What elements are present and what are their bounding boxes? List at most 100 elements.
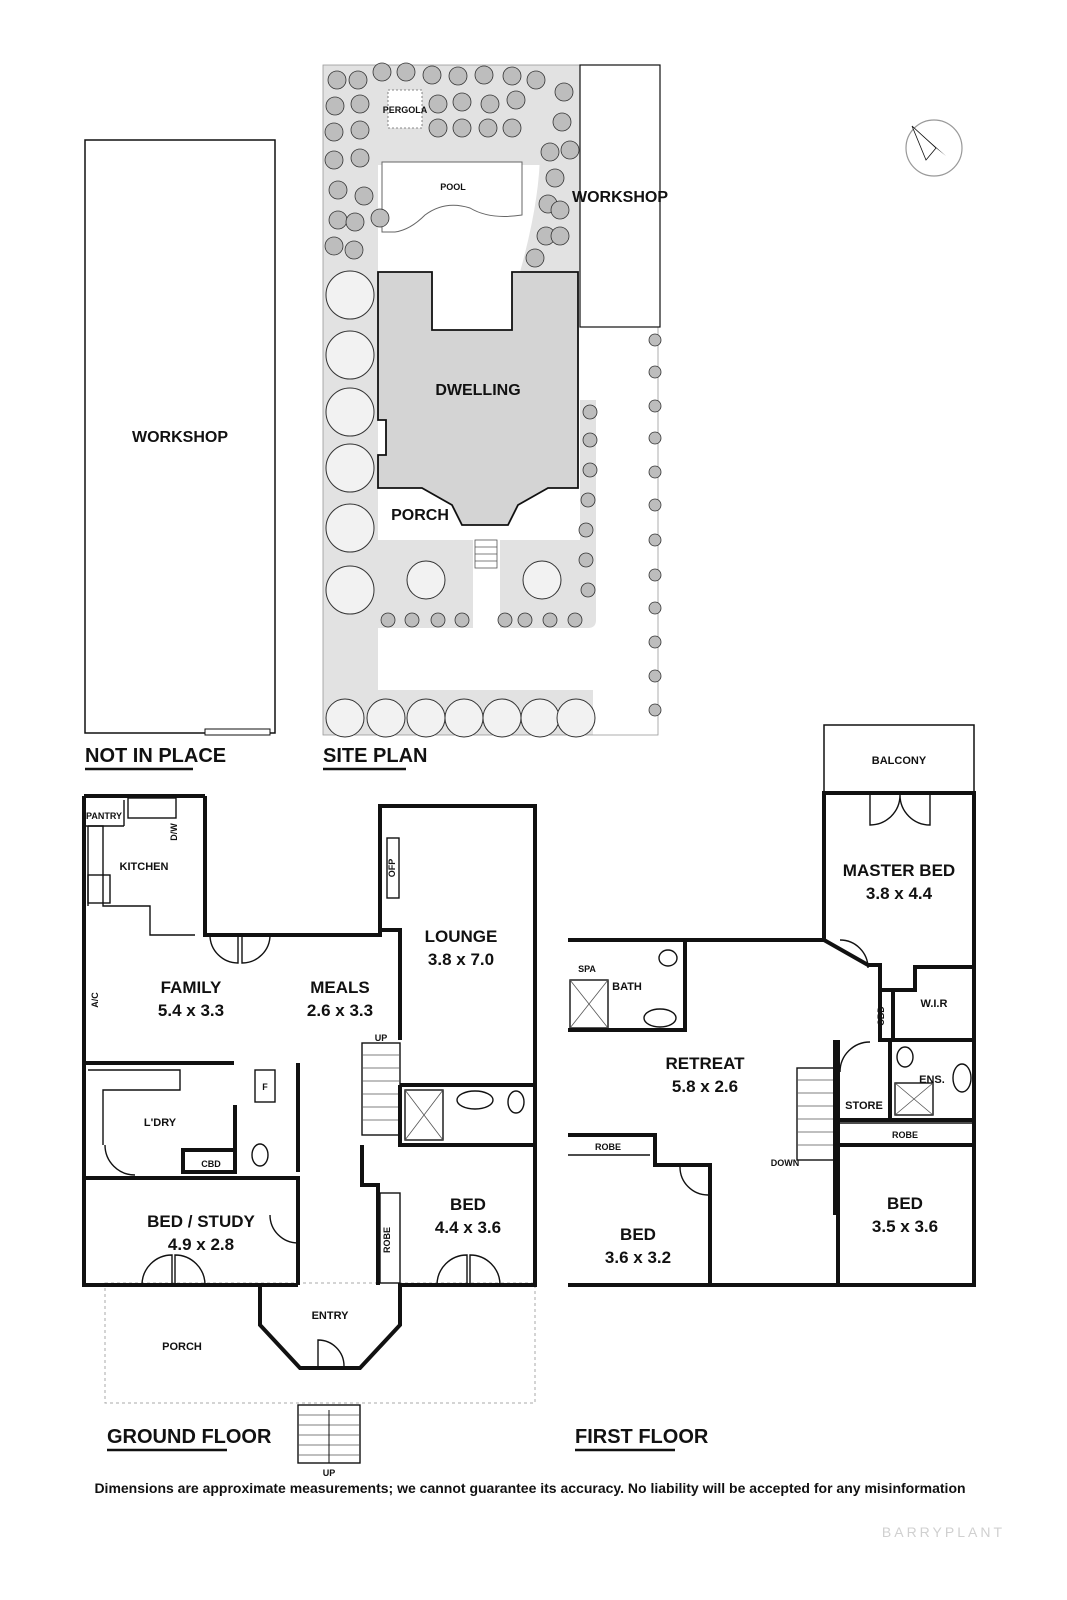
dw-label: D/W [169, 823, 179, 841]
first-stairs [796, 1067, 836, 1161]
bed-study-french-doors [141, 1254, 206, 1286]
ac-label: A/C [90, 992, 100, 1008]
ground-floor-heading: GROUND FLOOR [107, 1426, 272, 1448]
laundry-walls [84, 1061, 300, 1172]
workshop-outline-right [579, 64, 661, 328]
lounge-label: LOUNGE [425, 927, 498, 946]
master-french-doors [869, 794, 931, 826]
bed-left-walls [568, 1133, 712, 1285]
bed-dimensions-ground: 4.4 x 3.6 [435, 1218, 501, 1237]
entry-label: ENTRY [312, 1310, 350, 1322]
spa-bath [569, 979, 609, 1029]
north-arrow-icon [905, 119, 963, 177]
spa-label: SPA [578, 964, 596, 974]
shower [404, 1089, 444, 1141]
kitchen-sink [127, 797, 177, 819]
workshop-door [204, 728, 271, 736]
first-floor-plan: BALCONY MASTER BED 3.8 x 4.4 W.I.R CBD E… [568, 724, 976, 1452]
pool [381, 161, 523, 233]
workshop-label-left: WORKSHOP [132, 429, 228, 446]
toilet [507, 1090, 525, 1114]
bath-basin [643, 1008, 677, 1028]
master-door [839, 939, 869, 969]
bath-label: BATH [612, 981, 642, 993]
lounge-dimensions: 3.8 x 7.0 [428, 950, 494, 969]
workshop-outline-left [84, 139, 276, 734]
porch-label-ground: PORCH [162, 1341, 202, 1353]
dwelling-label: DWELLING [435, 382, 520, 399]
bath-toilet [658, 949, 678, 967]
store-door [839, 1041, 871, 1073]
retreat-label: RETREAT [665, 1054, 745, 1073]
bed-label-first-left: BED [620, 1225, 656, 1244]
laundry-bench [88, 1069, 181, 1145]
meals-dimensions: 2.6 x 3.3 [307, 1001, 373, 1020]
ofp-label: OFP [387, 859, 397, 878]
fridge-space [254, 1069, 276, 1103]
bathroom-walls [398, 1083, 535, 1147]
master-bed-dimensions: 3.8 x 4.4 [866, 884, 933, 903]
disclaimer: Dimensions are approximate measurements;… [94, 1480, 965, 1496]
front-stair-up-label: UP [323, 1468, 336, 1478]
dwelling [377, 271, 579, 526]
bed-right-walls [836, 1120, 974, 1285]
site-plan-heading: SITE PLAN [323, 745, 427, 767]
pergola-label: PERGOLA [383, 105, 428, 115]
first-floor-heading: FIRST FLOOR [575, 1426, 709, 1448]
not-in-place-heading: NOT IN PLACE [85, 745, 226, 767]
ground-stairs [361, 1042, 401, 1136]
bed-french-doors [436, 1254, 501, 1286]
kitchen-label: KITCHEN [120, 861, 169, 873]
bed-study-walls [84, 1176, 300, 1285]
lounge-partition [380, 928, 402, 1040]
f-label: F [262, 1082, 268, 1092]
family-dimensions: 5.4 x 3.3 [158, 1001, 224, 1020]
robe-label-ground: ROBE [382, 1227, 392, 1253]
pergola [387, 89, 423, 129]
robe [379, 1192, 401, 1284]
ensuite-toilet [896, 1046, 914, 1068]
meals-label: MEALS [310, 978, 370, 997]
robe-label-first-right: ROBE [892, 1130, 918, 1140]
fireplace [386, 837, 400, 899]
powder-toilet [251, 1143, 269, 1167]
stairs-up-label: UP [375, 1033, 388, 1043]
balcony-label: BALCONY [872, 755, 927, 767]
family-label: FAMILY [161, 978, 222, 997]
robe-label-first-left: ROBE [595, 1142, 621, 1152]
ground-floor-plan: PANTRY D/W KITCHEN A/C FAMILY 5.4 x 3.3 … [82, 794, 537, 1478]
garden-side-strip [580, 400, 596, 628]
front-porch-area [104, 1282, 536, 1404]
wir-walls [878, 990, 974, 1042]
brand-watermark: BARRYPLANT [882, 1524, 1005, 1540]
bed-study-dimensions: 4.9 x 2.8 [168, 1235, 234, 1254]
front-bed-walls [360, 1145, 380, 1285]
bath-walls [568, 940, 687, 1032]
pool-label: POOL [440, 182, 466, 192]
site-boundary [322, 64, 659, 736]
stairs-down-label: DOWN [771, 1158, 800, 1168]
ensuite-basin [952, 1063, 972, 1093]
tree-icon [325, 270, 596, 738]
bed-study-door [269, 1214, 299, 1244]
bed-study-label: BED / STUDY [147, 1212, 255, 1231]
porch-label-site: PORCH [391, 507, 449, 524]
laundry-door [104, 1144, 136, 1176]
cooktop [87, 874, 111, 904]
site-plan: POOL PERGOLA WORKSHOP DWELLING PORCH [322, 62, 668, 771]
family-french-doors [209, 934, 271, 964]
not-in-place-plan: WORKSHOP NOT IN PLACE [84, 139, 276, 771]
bed-dimensions-first-left: 3.6 x 3.2 [605, 1248, 671, 1267]
vanity-basin [456, 1090, 494, 1110]
tree-icon [324, 62, 662, 717]
store-label: STORE [845, 1100, 883, 1112]
wir-label: W.I.R [921, 998, 948, 1010]
bed-dimensions-first-right: 3.5 x 3.6 [872, 1217, 938, 1236]
master-partition [823, 938, 974, 992]
entry-door [317, 1339, 345, 1368]
ensuite-shower [894, 1082, 934, 1116]
cbd-label-first: CBD [876, 1006, 886, 1026]
bed-label-first-right: BED [887, 1194, 923, 1213]
retreat-dimensions: 5.8 x 2.6 [672, 1077, 738, 1096]
